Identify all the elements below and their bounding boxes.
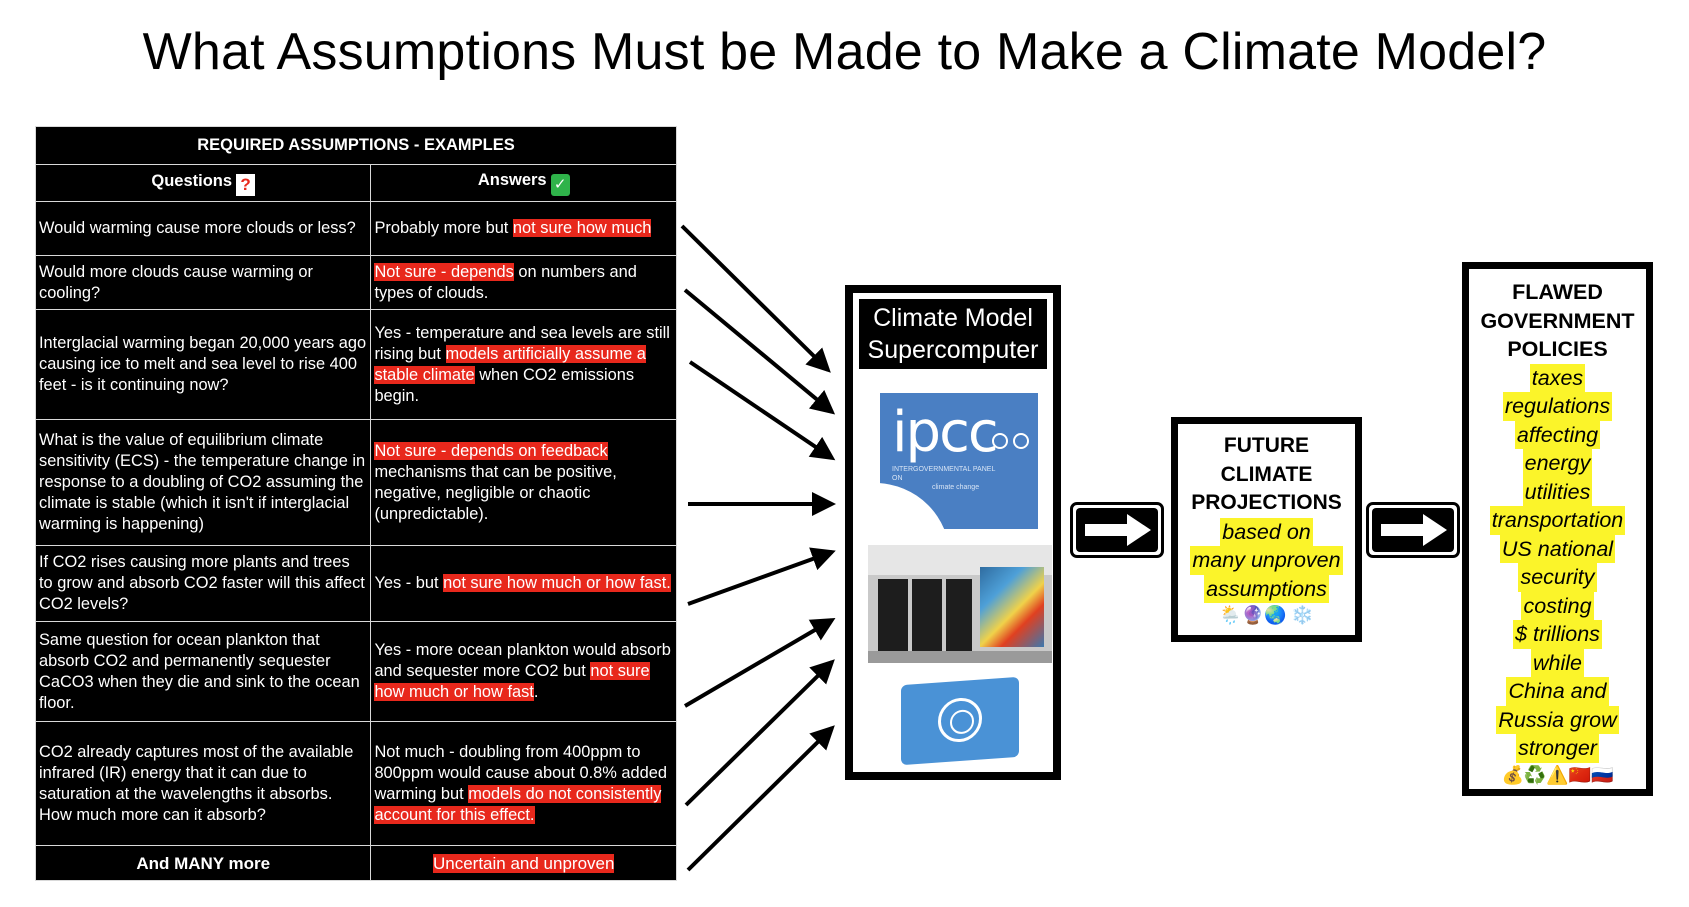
answer-cell: Yes - but not sure how much or how fast. — [370, 545, 677, 622]
policy-item: utilities — [1522, 477, 1593, 506]
arrow-row-2 — [683, 288, 836, 415]
arrow-row-7 — [684, 659, 835, 807]
answer-text: Yes - more ocean plankton would absorb a… — [374, 641, 671, 680]
table-row-last: And MANY more Uncertain and unproven — [34, 845, 677, 881]
policy-item: transportation — [1489, 506, 1626, 535]
climate-model-title: Climate Model Supercomputer — [859, 299, 1047, 369]
ipcc-logo-subtext: INTERGOVERNMENTAL PANEL ON climate chang… — [892, 466, 996, 491]
answer-text: . — [533, 683, 539, 701]
supercomputer-photo — [868, 545, 1052, 663]
policy-item: China and — [1506, 677, 1609, 706]
arrow-row-8 — [686, 725, 835, 872]
question-cell: Same question for ocean plankton that ab… — [34, 621, 372, 722]
answer-cell: Not much - doubling from 400ppm to 800pp… — [370, 721, 677, 846]
arrow-to-projections — [1070, 502, 1164, 558]
projections-highlights: based on many unproven assumptions — [1178, 517, 1355, 603]
ipcc-logo: ipcc INTERGOVERNMENTAL PANEL ON climate … — [880, 393, 1038, 529]
policy-item: while — [1531, 648, 1584, 677]
policies-title: FLAWED GOVERNMENT POLICIES — [1480, 280, 1635, 361]
answer-cell: Probably more but not sure how much — [370, 201, 677, 256]
answer-text: Probably more but — [374, 219, 513, 237]
policy-item: costing — [1521, 591, 1594, 620]
table-row: What is the value of equilibrium climate… — [34, 419, 677, 546]
climate-model-title-line: Climate Model — [873, 304, 1033, 332]
answer-text: Yes - temperature and sea levels are sti… — [374, 323, 670, 363]
question-cell: And MANY more — [34, 845, 372, 881]
table-heading: REQUIRED ASSUMPTIONS - EXAMPLES — [35, 126, 677, 165]
arrow-row-1 — [680, 224, 831, 373]
wmo-emblem-icon — [992, 433, 1008, 449]
answer-text: when CO2 emissions begin. — [374, 365, 635, 405]
weather-map-screen — [980, 567, 1044, 647]
policy-item: Russia grow — [1496, 705, 1619, 734]
arrow-row-3 — [688, 360, 836, 461]
policy-item: affecting — [1514, 420, 1601, 449]
policy-item: US national — [1499, 534, 1616, 563]
questions-header: Questions? — [34, 164, 372, 202]
check-mark-icon: ✓ — [550, 174, 570, 196]
ipcc-logo-text: ipcc — [892, 400, 999, 465]
answer-highlight: Uncertain and unproven — [432, 853, 615, 873]
question-cell: CO2 already captures most of the availab… — [34, 721, 372, 846]
un-flag-icon — [901, 676, 1019, 766]
answers-header: Answers✓ — [370, 164, 677, 202]
question-cell: Would more clouds cause warming or cooli… — [34, 255, 372, 310]
question-cell: What is the value of equilibrium climate… — [34, 419, 372, 546]
flawed-policies-box: FLAWED GOVERNMENT POLICIES taxes regulat… — [1462, 262, 1653, 796]
policy-item: regulations — [1502, 392, 1613, 421]
question-cell: If CO2 rises causing more plants and tre… — [34, 545, 372, 622]
policy-emoji-icons: 💰♻️⚠️🇨🇳🇷🇺 — [1501, 764, 1614, 785]
answer-cell: Yes - more ocean plankton would absorb a… — [370, 621, 677, 722]
highlight-text: assumptions — [1204, 574, 1329, 603]
projections-title: FUTURE CLIMATE PROJECTIONS — [1191, 434, 1342, 514]
table-row: If CO2 rises causing more plants and tre… — [34, 545, 677, 622]
table-row: CO2 already captures most of the availab… — [34, 721, 677, 846]
table-row: Would warming cause more clouds or less?… — [34, 201, 677, 256]
page-title: What Assumptions Must be Made to Make a … — [142, 23, 1547, 81]
answer-cell: Not sure - depends on feedback mechanism… — [370, 419, 677, 546]
table-row: Same question for ocean plankton that ab… — [34, 621, 677, 722]
answer-cell: Not sure - depends on numbers and types … — [370, 255, 677, 310]
answer-highlight: Not sure - depends on feedback — [374, 441, 608, 460]
answer-text: on numbers and types of clouds. — [374, 262, 637, 302]
climate-model-title-line: Supercomputer — [867, 336, 1039, 364]
policy-item: $ trillions — [1513, 620, 1602, 649]
answer-cell: Yes - temperature and sea levels are sti… — [370, 309, 677, 420]
answer-highlight: Not sure - depends — [374, 262, 514, 281]
answer-text: Not much - doubling from 400ppm to 800pp… — [374, 742, 667, 803]
policy-item: energy — [1522, 449, 1593, 478]
weather-emoji-icons: 🌦️🔮🌏 ❄️ — [1219, 605, 1314, 625]
question-cell: Would warming cause more clouds or less? — [34, 201, 372, 256]
questions-header-label: Questions — [151, 171, 233, 190]
policies-items: taxes regulations affecting energy utili… — [1469, 363, 1646, 763]
answer-highlight: not sure how much or how fast. — [443, 574, 671, 592]
policy-item: security — [1518, 563, 1597, 592]
unep-emblem-icon — [1013, 433, 1029, 449]
table-row: Would more clouds cause warming or cooli… — [34, 255, 677, 310]
table-row: Interglacial warming began 20,000 years … — [34, 309, 677, 420]
arrow-to-policies — [1366, 502, 1460, 558]
policy-item: stronger — [1516, 734, 1599, 763]
answers-header-label: Answers — [477, 171, 547, 189]
question-cell: Interglacial warming began 20,000 years … — [34, 309, 372, 420]
right-arrow-icon — [1381, 514, 1447, 546]
highlight-text: based on — [1220, 517, 1313, 546]
policy-item: taxes — [1529, 363, 1586, 392]
arrow-row-5 — [687, 547, 836, 606]
assumptions-table: REQUIRED ASSUMPTIONS - EXAMPLES Question… — [34, 126, 677, 881]
future-projections-box: FUTURE CLIMATE PROJECTIONS based on many… — [1171, 417, 1362, 642]
answer-text: mechanisms that can be positive, negativ… — [374, 462, 617, 523]
answer-highlight: not sure how much — [512, 219, 652, 237]
right-arrow-icon — [1085, 514, 1151, 546]
climate-model-box: Climate Model Supercomputer ipcc INTERGO… — [845, 285, 1061, 780]
answer-cell: Uncertain and unproven — [370, 845, 677, 881]
question-mark-icon: ? — [236, 173, 256, 196]
highlight-text: many unproven — [1190, 546, 1343, 575]
answer-text: Yes - but — [374, 574, 444, 592]
arrow-row-6 — [683, 617, 836, 708]
